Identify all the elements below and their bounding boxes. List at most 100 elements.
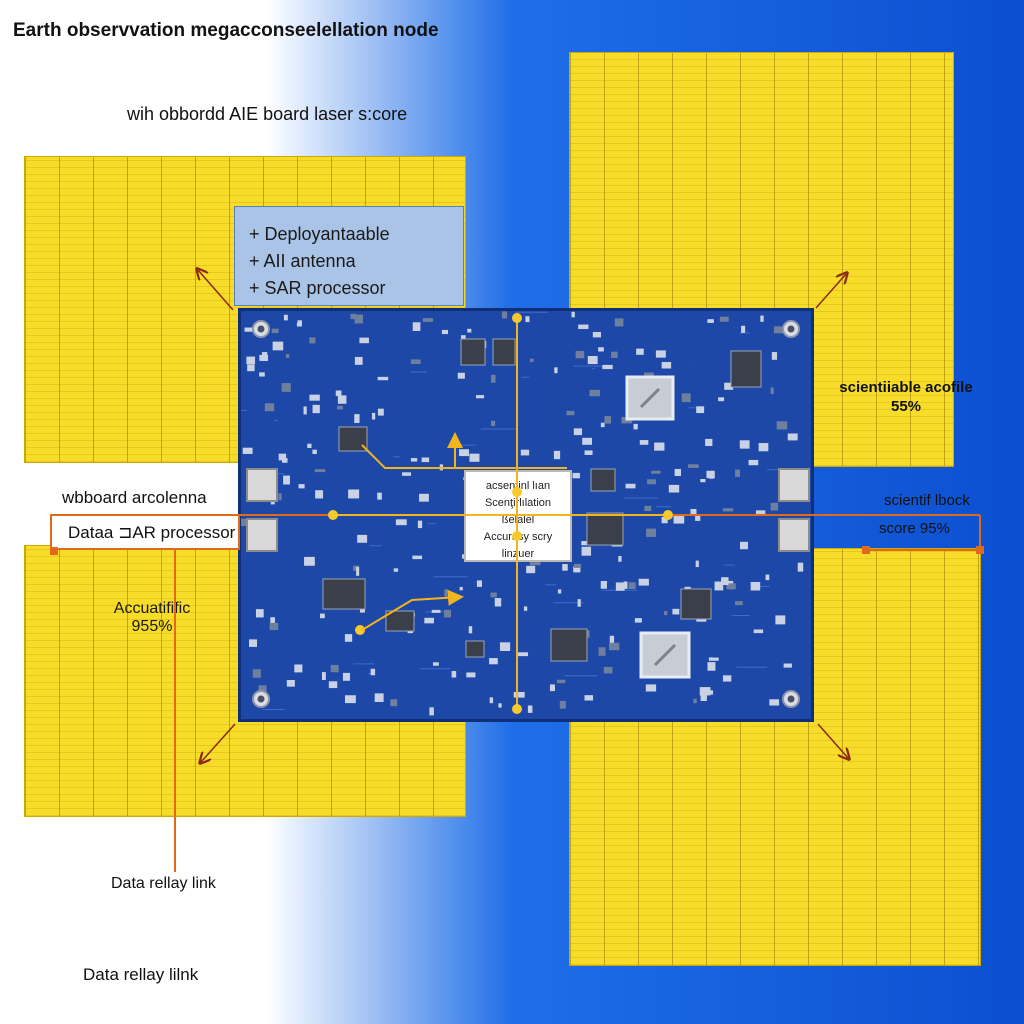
- pcb-component: [422, 318, 434, 322]
- pcb-chip: [550, 628, 588, 662]
- pcb-component: [636, 348, 644, 355]
- pcb-component: [354, 314, 363, 324]
- pcb-component: [577, 599, 581, 607]
- pcb-component: [432, 662, 439, 666]
- pcb-component: [312, 449, 317, 455]
- pcb-component: [687, 464, 699, 468]
- pcb-component: [285, 354, 290, 358]
- pcb-component: [765, 574, 770, 581]
- pcb-component: [513, 691, 525, 698]
- pcb-component: [350, 313, 356, 320]
- pcb-component: [672, 608, 680, 615]
- pcb-component: [589, 389, 601, 397]
- pcb-component: [748, 459, 759, 466]
- pcb-component: [614, 318, 624, 327]
- pcb-component: [342, 672, 351, 681]
- pcb-component: [330, 664, 339, 673]
- pcb-component: [755, 510, 766, 514]
- pcb-component: [700, 692, 707, 702]
- pcb-chip: [586, 512, 624, 546]
- pcb-component: [625, 483, 636, 489]
- pcb-component: [690, 508, 697, 516]
- pcb-component: [618, 556, 622, 562]
- pcb-component: [518, 652, 529, 657]
- pcb-component: [247, 364, 255, 372]
- pcb-component: [419, 493, 429, 502]
- pcb-component: [707, 662, 716, 671]
- pcb-component: [741, 325, 746, 333]
- pcb-component: [673, 515, 685, 524]
- pcb-component: [417, 520, 423, 529]
- pcb-component: [604, 416, 612, 424]
- pcb-component: [374, 693, 384, 702]
- pcb-component: [611, 351, 618, 358]
- pcb-component: [578, 324, 589, 330]
- pcb-component: [661, 517, 668, 524]
- center-label-line: linzuer: [501, 548, 535, 560]
- pcb-component: [459, 586, 463, 591]
- pcb-component: [242, 447, 253, 454]
- pcb-component: [348, 489, 360, 499]
- pcb-component: [770, 502, 779, 511]
- pcb-chip: [680, 588, 712, 620]
- pcb-component: [344, 695, 356, 704]
- mounting-hole-center: [787, 695, 795, 703]
- pcb-component: [286, 680, 295, 687]
- pcb-component: [628, 582, 636, 590]
- pcb-component: [556, 679, 566, 684]
- pcb-component: [646, 528, 656, 537]
- pcb-component: [615, 582, 625, 591]
- board-connector-right-bottom: [778, 518, 810, 552]
- pcb-component: [718, 397, 725, 402]
- feature-item: + SAR processor: [249, 278, 386, 298]
- pcb-component: [501, 311, 508, 319]
- pcb-component: [695, 515, 701, 521]
- pcb-chip: [465, 640, 485, 658]
- pcb-component: [623, 581, 628, 589]
- pcb-component: [527, 705, 533, 713]
- diagram-title: Earth observvation megacconseelellation …: [13, 20, 439, 41]
- pcb-component: [559, 700, 566, 709]
- pcb-component: [719, 316, 729, 322]
- pcb-component: [696, 406, 705, 414]
- pcb-component: [633, 423, 638, 430]
- pcb-component: [377, 408, 384, 416]
- pcb-component: [476, 580, 483, 587]
- pcb-component: [249, 639, 258, 647]
- pcb-component: [283, 314, 288, 321]
- pcb-component: [722, 508, 734, 512]
- pcb-component: [498, 703, 502, 708]
- pcb-component: [410, 359, 421, 365]
- pcb-component: [307, 443, 312, 448]
- diagram-subtitle: wih obbordd AIE board laser s:core: [127, 104, 408, 124]
- pcb-component: [770, 387, 774, 395]
- pcb-component: [603, 666, 613, 674]
- pcb-component: [264, 403, 275, 412]
- pcb-component: [255, 609, 264, 618]
- pcb-component: [278, 453, 287, 461]
- pcb-component: [651, 470, 661, 474]
- pcb-component: [773, 326, 784, 334]
- pcb-component: [469, 453, 480, 462]
- center-label-line: acsentinl lıan: [485, 480, 551, 492]
- pcb-component: [283, 475, 290, 485]
- board-connector-left-bottom: [246, 518, 278, 552]
- pcb-component: [309, 394, 320, 401]
- pcb-component: [572, 472, 580, 479]
- center-label-line: Scenţirlılation: [484, 497, 552, 509]
- pcb-component: [303, 406, 307, 415]
- pcb-component: [721, 577, 729, 586]
- pcb-component: [441, 329, 449, 335]
- pcb-component: [246, 356, 256, 365]
- pcb-component: [356, 566, 360, 576]
- pcb-component: [421, 457, 430, 463]
- pcb-component: [600, 580, 607, 589]
- board-connector-left-top: [246, 468, 278, 502]
- pcb-component: [639, 440, 649, 445]
- pcb-component: [272, 341, 284, 351]
- pcb-component: [708, 657, 719, 661]
- pcb-component: [573, 566, 581, 573]
- pcb-chip: [590, 468, 616, 492]
- pcb-component: [693, 698, 697, 704]
